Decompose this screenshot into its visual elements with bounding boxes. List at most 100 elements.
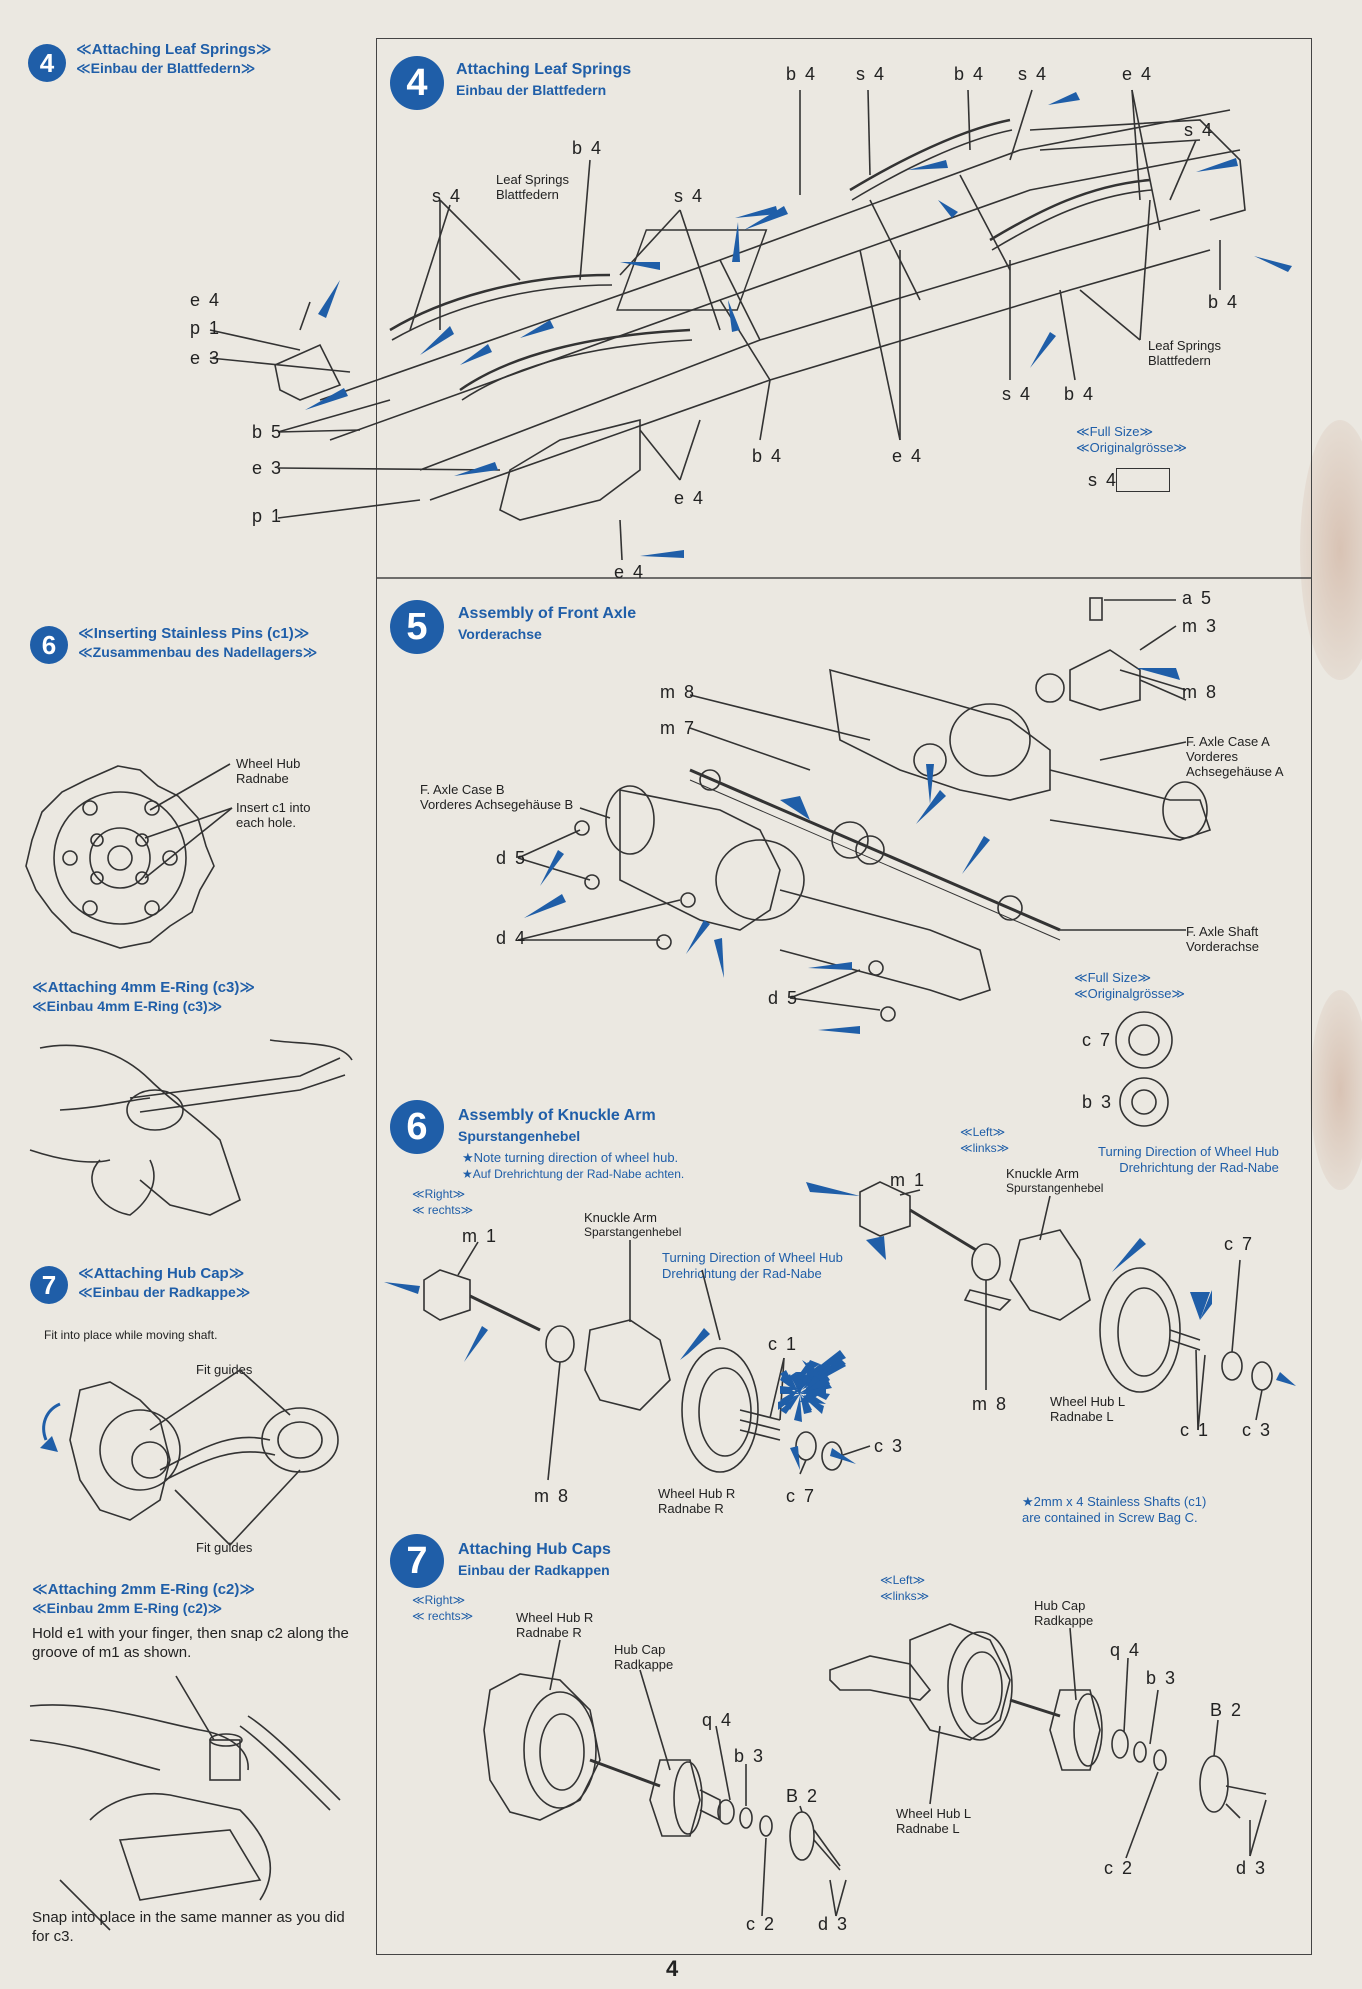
screw-bag-note: ★2mm x 4 Stainless Shafts (c1) are conta…	[1022, 1494, 1206, 1526]
step-badge: 5	[390, 600, 444, 654]
part-code: e 3	[190, 348, 222, 368]
chassis-leaf-spring-illustration	[209, 89, 1292, 561]
part-code: s 4	[1184, 120, 1215, 140]
step-badge: 4	[390, 56, 444, 110]
step-title: ≪Inserting Stainless Pins (c1)≫ ≪Zusamme…	[78, 624, 317, 662]
part-code: m 8	[972, 1394, 1009, 1414]
part-code: b 4	[572, 138, 604, 158]
title-de: ≪Einbau der Blattfedern≫	[76, 60, 256, 76]
part-code: a 5	[1182, 588, 1214, 608]
label-de: Drehrichtung der Rad-Nabe	[1119, 1160, 1279, 1175]
insert-note: Insert c1 into each hole.	[236, 800, 310, 830]
label-de: ≪ rechts≫	[412, 1203, 474, 1217]
label-de: Radnabe R	[516, 1625, 582, 1640]
label-de: Sparstangenhebel	[584, 1225, 682, 1239]
label-de: Drehrichtung der Rad-Nabe	[662, 1266, 822, 1281]
part-code: s 4	[1018, 64, 1049, 84]
label-en: ≪Left≫	[880, 1573, 926, 1587]
part-code: q 4	[1110, 1640, 1142, 1660]
label-de: Radkappe	[614, 1657, 674, 1672]
part-code: c 1	[768, 1334, 799, 1354]
label-de: ≪ rechts≫	[412, 1609, 474, 1623]
leaf-springs-label: Leaf Springs Blattfedern	[1148, 338, 1221, 368]
paper-stain	[1300, 420, 1362, 680]
step-badge: 7	[30, 1266, 68, 1304]
label-en: Turning Direction of Wheel Hub	[1098, 1144, 1279, 1159]
step-badge: 6	[390, 1100, 444, 1154]
hub-cap-illustration	[40, 1369, 339, 1546]
part-code: s 4	[674, 186, 705, 206]
part-code: s 4	[1002, 384, 1033, 404]
title-en: Assembly of Knuckle Arm	[458, 1107, 656, 1124]
knuckle-arm-label: Knuckle Arm Sparstangenhebel	[584, 1210, 681, 1240]
step-badge: 4	[28, 44, 66, 82]
part-code: d 4	[496, 928, 528, 948]
part-code: c 2	[1104, 1858, 1135, 1878]
part-code: B 2	[1210, 1700, 1244, 1720]
full-size-part-label: s 4	[1088, 470, 1119, 490]
eclip2-instruction: Hold e1 with your finger, then snap c2 a…	[32, 1625, 349, 1661]
title-en: ≪Attaching Leaf Springs≫	[76, 41, 272, 58]
label-en: Leaf Springs	[496, 172, 569, 187]
label-en: ≪Full Size≫	[1076, 424, 1154, 439]
part-code: m 3	[1182, 616, 1219, 636]
part-code: c 7	[786, 1486, 817, 1506]
part-code: c 7	[1224, 1234, 1255, 1254]
eclip4-title: ≪Attaching 4mm E-Ring (c3)≫ ≪Einbau 4mm …	[32, 978, 255, 1016]
part-code: q 4	[702, 1710, 734, 1730]
knuckle-arm-label: Knuckle Arm Spurstangenhebel	[1006, 1166, 1103, 1196]
step-title: Assembly of Knuckle Arm Spurstangenhebel	[458, 1106, 656, 1146]
part-code: d 3	[1236, 1858, 1268, 1878]
label-de: Achsegehäuse A	[1186, 764, 1284, 779]
label-de: ≪Originalgrösse≫	[1074, 986, 1186, 1001]
label-de: Radkappe	[1034, 1613, 1094, 1628]
wheel-hub-r-label: Wheel Hub R Radnabe R	[658, 1486, 735, 1516]
panel-divider	[376, 577, 1312, 579]
part-code: e 4	[614, 562, 646, 582]
part-code: c 2	[746, 1914, 777, 1934]
label-de: Radnabe L	[1050, 1409, 1114, 1424]
part-code: b 5	[252, 422, 284, 442]
part-code: b 4	[752, 446, 784, 466]
eclip2-footer: Snap into place in the same manner as yo…	[32, 1909, 345, 1945]
title-de: Spurstangenhebel	[458, 1128, 581, 1144]
part-code: b 4	[786, 64, 818, 84]
label-en: Hub Cap	[614, 1642, 666, 1657]
part-code: p 1	[190, 318, 222, 338]
right-side-label: ≪Right≫ ≪ rechts≫	[412, 1592, 473, 1624]
hub-cap-assembly-illustration	[483, 1623, 1267, 1917]
label-en: Wheel Hub R	[658, 1486, 736, 1501]
fit-note: Fit into place while moving shaft.	[44, 1328, 218, 1342]
step-title: Assembly of Front Axle Vorderachse	[458, 604, 636, 644]
part-code: m 7	[660, 718, 697, 738]
label-en: Wheel Hub	[236, 756, 301, 771]
label-en: F. Axle Case B	[420, 782, 505, 797]
title-de: ≪Zusammenbau des Nadellagers≫	[78, 644, 318, 660]
label-de: Radnabe L	[896, 1821, 960, 1836]
step-title: Attaching Leaf Springs Einbau der Blattf…	[456, 60, 631, 100]
hub-cap-label: Hub Cap Radkappe	[614, 1642, 673, 1672]
main-panel-frame	[376, 38, 1312, 1955]
label-en: Knuckle Arm	[584, 1210, 657, 1225]
label-en: ≪Left≫	[960, 1125, 1006, 1139]
front-axle-illustration	[517, 597, 1212, 1127]
part-code: c 3	[1242, 1420, 1273, 1440]
label-en: Leaf Springs	[1148, 338, 1221, 353]
label-en: F. Axle Case A	[1186, 734, 1270, 749]
page-number: 4	[666, 1956, 679, 1981]
label-de: Spurstangenhebel	[1006, 1181, 1104, 1195]
part-code: m 8	[1182, 682, 1219, 702]
title-en: Attaching Hub Caps	[458, 1541, 611, 1558]
step-title: ≪Attaching Hub Cap≫ ≪Einbau der Radkappe…	[78, 1264, 250, 1302]
label-de: Vorderes Achsegehäuse B	[420, 797, 574, 812]
title-de: Einbau der Radkappen	[458, 1562, 610, 1578]
label-de: Radnabe R	[658, 1501, 724, 1516]
case-a-label: F. Axle Case A Vorderes Achsegehäuse A	[1186, 734, 1284, 779]
note-line: each hole.	[236, 815, 296, 830]
wheel-hub-illustration	[25, 763, 233, 949]
part-code: d 5	[496, 848, 528, 868]
label-en: Hub Cap	[1034, 1598, 1086, 1613]
label-de: Blattfedern	[1148, 353, 1211, 368]
label-de: Vorderachse	[1186, 939, 1259, 954]
title-de: Vorderachse	[458, 626, 542, 642]
